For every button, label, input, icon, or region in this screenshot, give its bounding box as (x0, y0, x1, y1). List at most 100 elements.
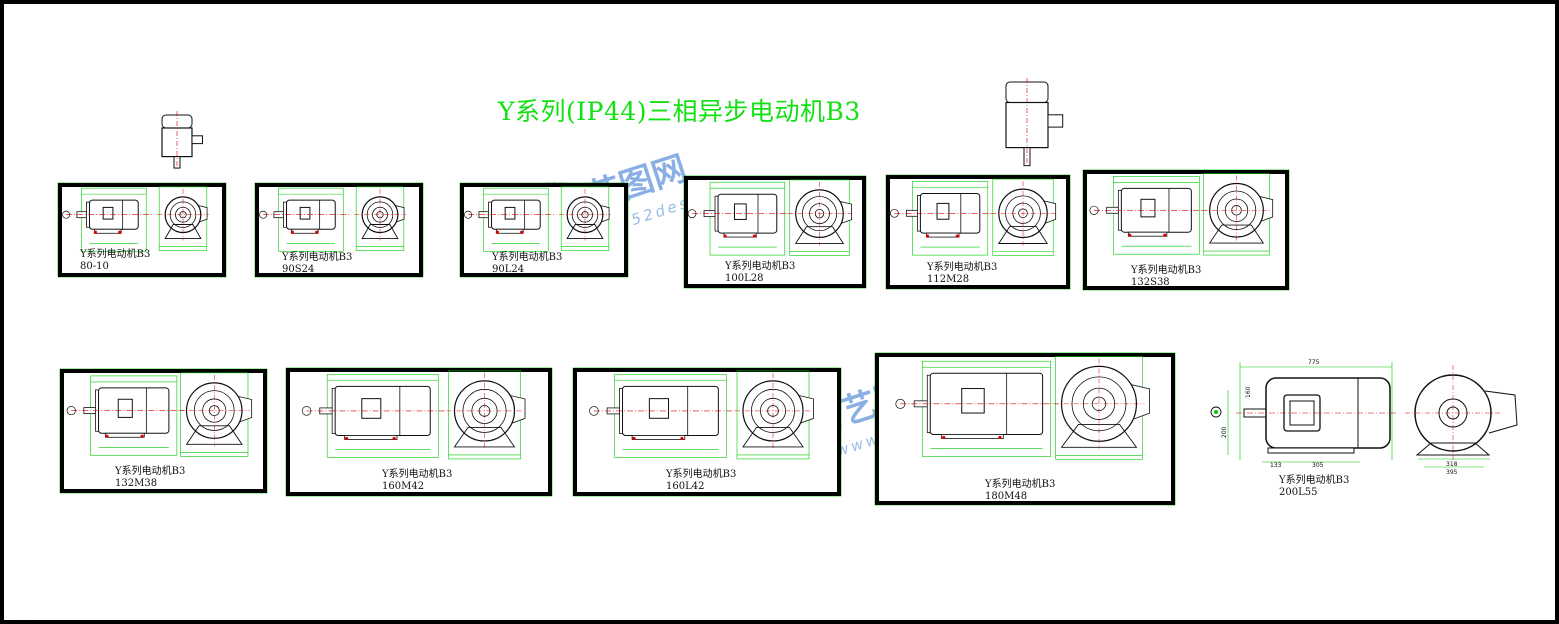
shaft-key-section (464, 210, 473, 219)
dimension-value: 395 (1446, 469, 1458, 476)
end-feet (1060, 423, 1138, 448)
motor-sheet-9 (874, 352, 1176, 506)
dimension-lines (709, 181, 786, 256)
feet (925, 232, 960, 238)
terminal-box (504, 206, 516, 220)
mount-hole-marker (105, 434, 109, 438)
drawing-title: Y系列(IP44)三相异步电动机B3 (498, 97, 861, 126)
sheet-frame (460, 183, 628, 277)
motor-model: 100L28 (725, 273, 764, 284)
motor-label: Y系列电动机B3 (666, 469, 737, 480)
feet (290, 228, 319, 234)
mount-hole-marker (140, 434, 144, 438)
end-shield-ring (462, 388, 507, 433)
shaft-end (1231, 205, 1242, 216)
end-feet (185, 425, 243, 445)
shaft-key-marker (1214, 410, 1218, 414)
dimension-lines (326, 374, 439, 458)
shaft-key-section (1210, 406, 1222, 418)
motor-sheet-1 (254, 182, 424, 278)
shaft-key-section (259, 210, 268, 219)
dimension-lines (912, 181, 989, 256)
motor-sheet-2 (459, 182, 629, 278)
motor-model: 132M38 (115, 478, 158, 489)
terminal-box (936, 202, 950, 220)
dimension-lines (921, 360, 1051, 457)
terminal-box (1140, 198, 1156, 218)
mount-hole-marker (942, 435, 946, 440)
motor-model: 90S24 (282, 264, 315, 275)
terminal-box (648, 398, 670, 419)
motor-model: 90L24 (492, 264, 525, 275)
mount-hole-marker (118, 230, 122, 234)
end-feet (566, 224, 604, 239)
mount-hole-marker (315, 230, 319, 234)
motor-model: 180M48 (985, 491, 1028, 502)
motor-label: Y系列电动机B3 (382, 469, 453, 480)
dimension-value: 160 (1245, 386, 1252, 398)
motor-label: Y系列电动机B3 (725, 261, 796, 272)
terminal-box (299, 206, 311, 220)
mount-hole-marker (290, 230, 294, 234)
feet (344, 435, 398, 440)
motor-model: 132S38 (1131, 277, 1170, 288)
feet (1267, 447, 1355, 454)
dimension-value: 318 (1446, 461, 1458, 468)
feet (93, 228, 122, 234)
end-shield-ring (750, 388, 796, 433)
motor-sheet-7 (285, 367, 553, 497)
dimension-lines (278, 187, 344, 252)
shaft-key-section (301, 406, 312, 416)
end-feet (742, 426, 804, 448)
shaft-key-section (589, 406, 599, 416)
end-feet (361, 224, 399, 239)
dimension-value: 200 (1221, 426, 1228, 438)
shaft-key-section (687, 209, 697, 218)
mount-hole-marker (632, 436, 636, 441)
feet (495, 228, 524, 234)
end-shield (185, 382, 243, 439)
dimension-lines (483, 187, 549, 252)
shaft-key-section (62, 210, 71, 219)
motor-model: 160M42 (382, 481, 425, 492)
motor-label: Y系列电动机B3 (80, 249, 151, 260)
end-feet (453, 426, 516, 448)
mount-hole-marker (680, 436, 684, 441)
motor-label: Y系列电动机B3 (492, 252, 563, 263)
mount-hole-marker (392, 436, 396, 441)
feet (631, 435, 686, 440)
motor-model: 80-10 (80, 261, 109, 272)
end-feet (1208, 224, 1265, 244)
terminal-box-end (1484, 390, 1518, 434)
motor-sheet-3 (683, 175, 867, 289)
ucs-axis-label: Y (14, 565, 24, 584)
motor-body (334, 385, 431, 436)
vertical-mount-view (1005, 78, 1064, 168)
motor-sheet-4 (885, 174, 1071, 290)
mount-hole-marker (495, 230, 499, 234)
feet (1127, 231, 1168, 237)
end-feet (794, 226, 845, 244)
motor-label: Y系列电动机B3 (115, 466, 186, 477)
dimension-lines (1113, 176, 1200, 255)
mount-hole-marker (344, 436, 349, 441)
terminal-box (733, 203, 747, 220)
mount-hole-marker (998, 435, 1002, 440)
shaft-key-section (890, 208, 899, 218)
ucs-icon (16, 601, 30, 621)
mount-hole-marker (925, 234, 930, 238)
feet (723, 232, 757, 238)
end-feet (997, 226, 1049, 244)
sheet-frame (255, 183, 423, 277)
motor-model: 160L42 (666, 481, 705, 492)
mount-hole-marker (752, 234, 757, 238)
terminal-box (961, 388, 985, 414)
mount-hole-marker (1128, 233, 1132, 237)
dimension-lines (81, 187, 147, 252)
sheet-frame (58, 183, 226, 277)
feet (941, 434, 1004, 439)
dimension-value: 305 (1312, 462, 1324, 469)
